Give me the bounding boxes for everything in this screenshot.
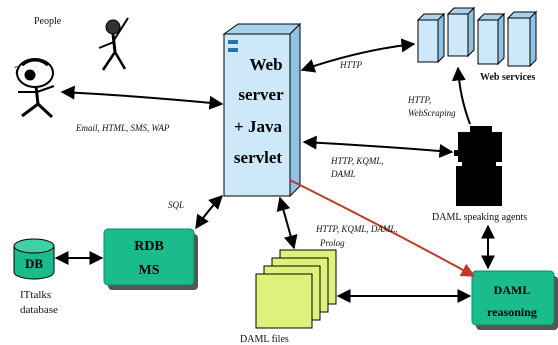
daml-reasoning-label-line1: DAML xyxy=(494,283,531,297)
rdbms-label-line1: RDB xyxy=(134,239,164,254)
edge-server-files xyxy=(276,196,298,250)
db-label: DB xyxy=(25,256,43,271)
web-server-label-line3: + Java xyxy=(234,117,282,136)
edge-label-server-files-1: HTTP, KQML, DAML, xyxy=(315,224,398,234)
daml-agents-node: DAML speaking agents xyxy=(432,126,527,223)
db-caption-line2: database xyxy=(20,304,58,316)
edge-label-server-webservices: HTTP xyxy=(339,60,363,70)
person-dancing-icon xyxy=(98,17,129,71)
rdbms-label-line2: MS xyxy=(139,263,160,278)
edge-label-server-rdbms: SQL xyxy=(168,200,184,210)
edge-label-people-server: Email, HTML, SMS, WAP xyxy=(75,123,170,133)
daml-reasoning-label-line2: reasoning xyxy=(487,305,537,319)
edge-agents-webservices xyxy=(451,66,471,125)
rdbms-node: RDB MS xyxy=(103,228,198,290)
edge-label-server-agents-2: DAML xyxy=(330,169,356,179)
daml-agents-label: DAML speaking agents xyxy=(432,212,527,223)
daml-files-node: DAML files xyxy=(240,249,337,345)
edge-people-server xyxy=(60,85,224,110)
daml-reasoning-node: DAML reasoning xyxy=(471,270,558,330)
web-services-node: Web services xyxy=(416,6,538,83)
edge-server-rdbms xyxy=(195,195,223,230)
daml-files-label: DAML files xyxy=(240,334,289,345)
edge-label-server-files-2: Prolog xyxy=(319,238,345,248)
web-server-node: Web server + Java servlet xyxy=(222,22,302,198)
edge-server-reasoning xyxy=(289,179,476,277)
web-services-label: Web services xyxy=(480,72,535,83)
db-caption-line1: ITtalks xyxy=(20,289,51,301)
edge-server-agents xyxy=(302,135,454,158)
person-phone-icon: ? xyxy=(14,58,55,119)
web-server-label-line1: Web xyxy=(249,55,282,74)
edge-label-agents-webservices-2: WebScraping xyxy=(408,108,456,118)
edge-label-agents-webservices-1: HTTP, xyxy=(407,95,431,105)
svg-text:?: ? xyxy=(14,63,20,77)
people-label: People xyxy=(34,16,62,27)
db-node: DB ITtalks database xyxy=(13,238,58,316)
edge-label-server-agents-1: HTTP, KQML, xyxy=(330,156,384,166)
edge-server-webservices xyxy=(300,38,416,73)
web-server-label-line2: server xyxy=(238,85,284,104)
web-server-label-line4: servlet xyxy=(234,148,282,167)
